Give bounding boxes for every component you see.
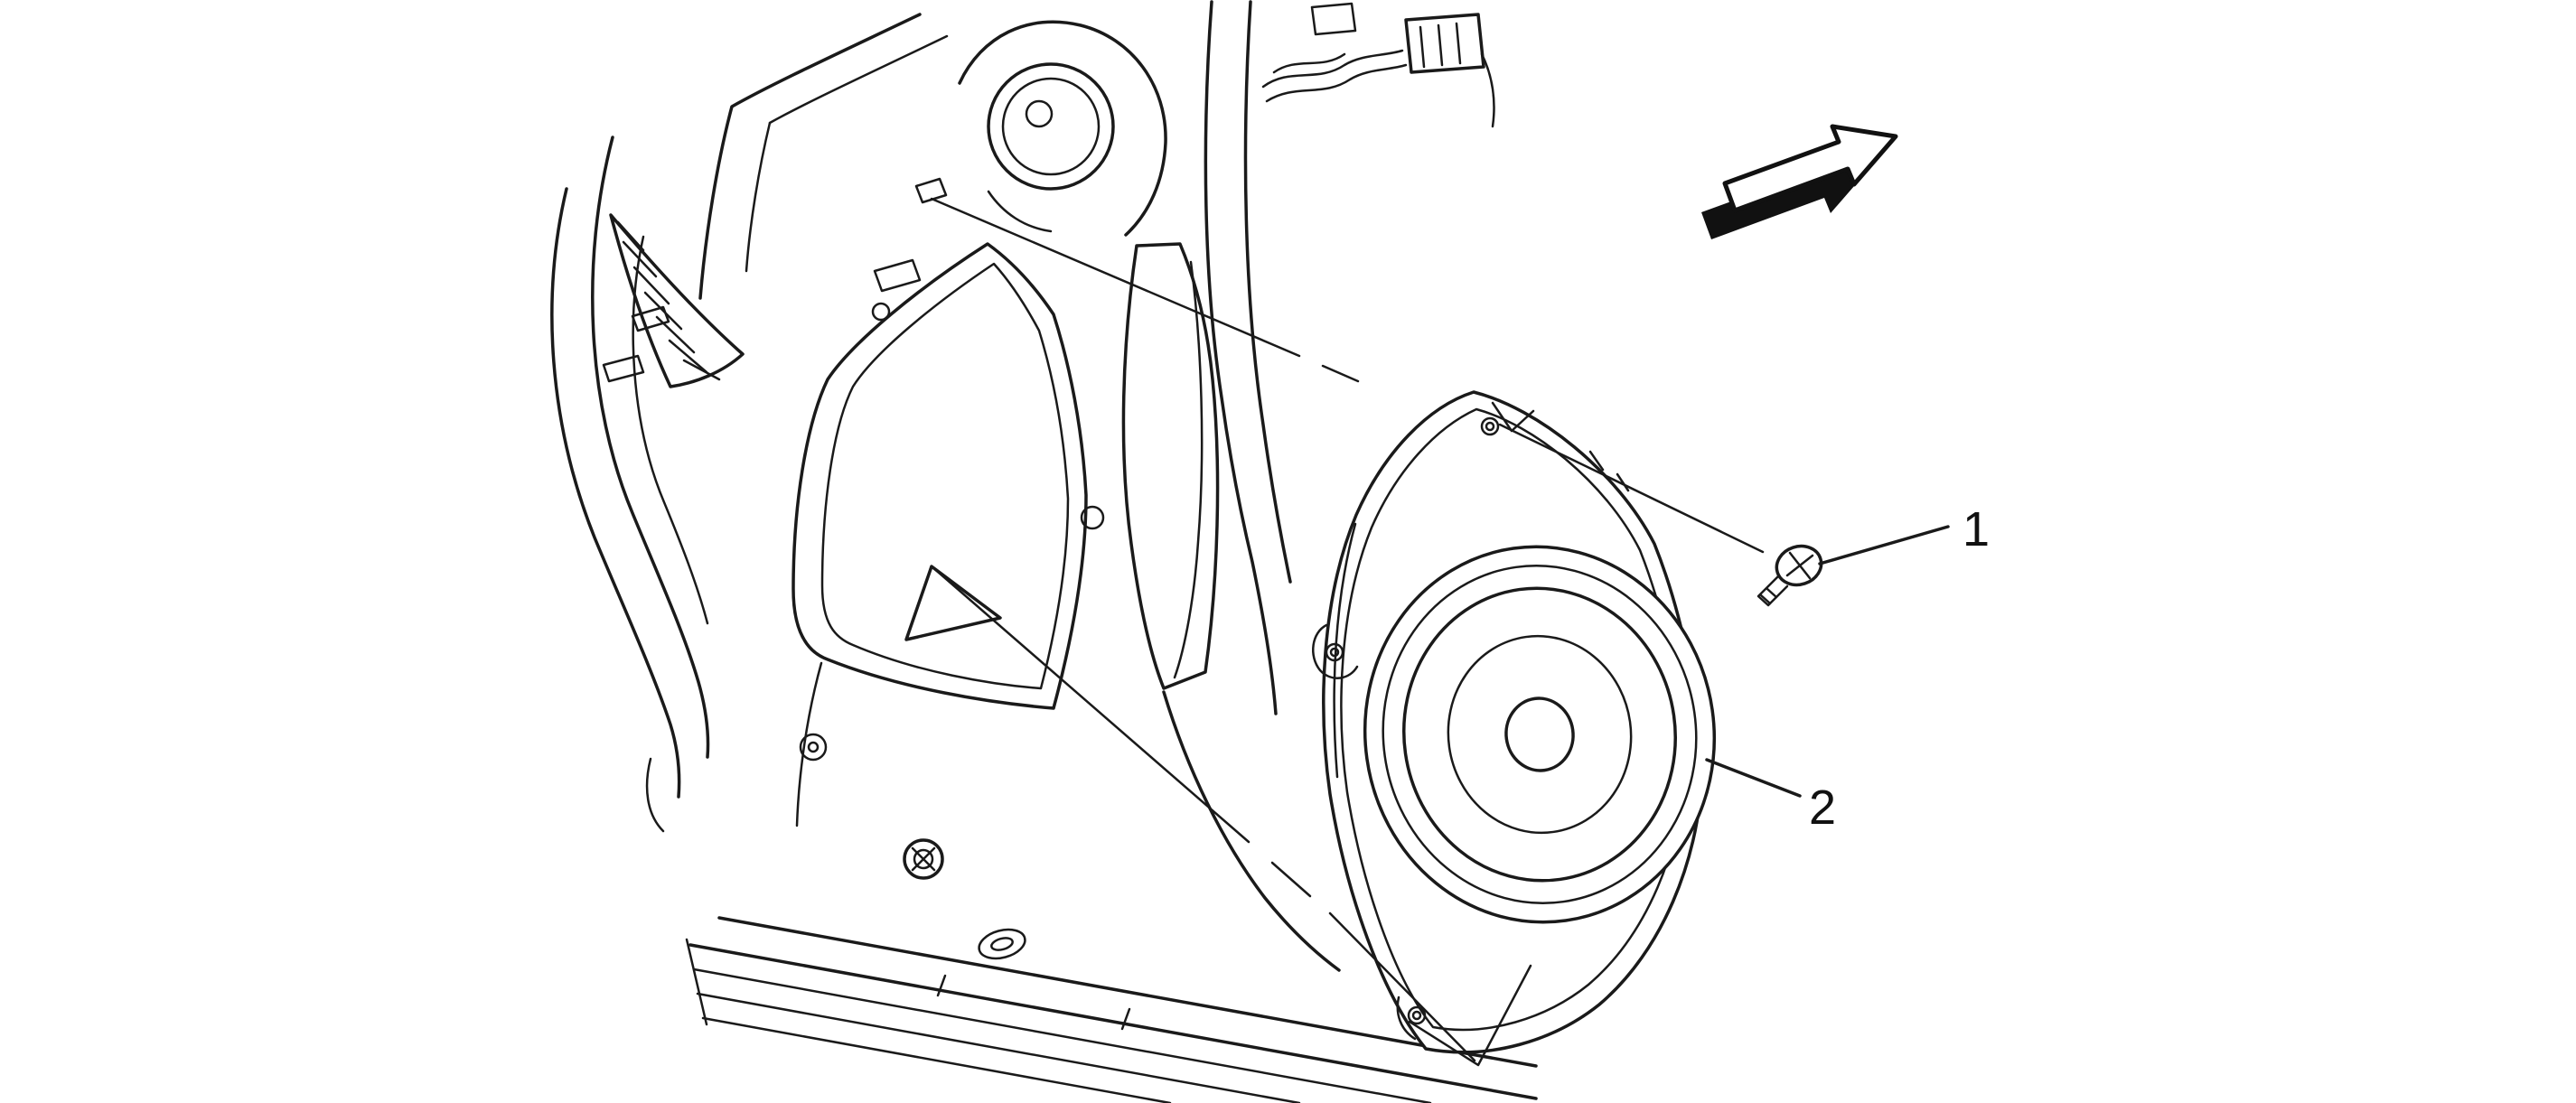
window-regulator-hole <box>958 20 1167 237</box>
projection-line-lower <box>930 565 1251 844</box>
sill-oval-hole <box>978 928 1026 960</box>
mounting-triangle <box>904 565 1002 641</box>
projection-line-upper-dash <box>1321 364 1360 383</box>
door-sill <box>685 916 1538 1103</box>
screw-illustration <box>1756 544 1823 607</box>
door-hatched-bracket <box>602 213 745 388</box>
screw-shank <box>1756 575 1789 607</box>
speaker-mount-hole-bottom <box>1407 1005 1427 1025</box>
bottom-pointer <box>1408 964 1532 1067</box>
projection-line-upper <box>930 197 1301 358</box>
screw-slot <box>1785 551 1814 580</box>
door-main-opening <box>792 242 1088 710</box>
speaker-flange-inner-edge <box>1340 407 1686 1032</box>
callout-1-leader <box>1818 525 1950 566</box>
door-pillar <box>1080 0 1292 715</box>
callout-1-label: 1 <box>1962 502 1990 556</box>
wire-harness <box>1261 2 1495 128</box>
door-top-edge <box>698 13 949 300</box>
screw-axis-line <box>1498 423 1765 554</box>
projection-lines-lower <box>930 565 1532 1067</box>
speaker-dust-cap <box>1504 696 1575 772</box>
projection-lines <box>930 197 1360 383</box>
door-left-edge <box>550 136 710 833</box>
door-panel-illustration <box>550 0 1538 1103</box>
direction-arrow-icon <box>1701 124 1898 239</box>
direction-arrow-body <box>1722 124 1898 213</box>
callout-2-label: 2 <box>1809 781 1836 835</box>
projection-line-lower-dash <box>1270 861 1312 898</box>
door-slot-opening <box>1121 242 1220 690</box>
door-lower-details <box>795 177 1341 972</box>
callout-2-leader <box>1705 758 1802 798</box>
sill-bolt <box>903 838 944 880</box>
speaker-mount-hole-left <box>1325 642 1344 662</box>
speaker-mount-hole-top <box>1480 416 1500 436</box>
callouts: 1 2 <box>1705 502 1990 835</box>
speaker-cone-rings <box>1363 545 1717 924</box>
speaker-illustration <box>1312 390 1765 1054</box>
speaker-left-ear <box>1312 623 1359 679</box>
